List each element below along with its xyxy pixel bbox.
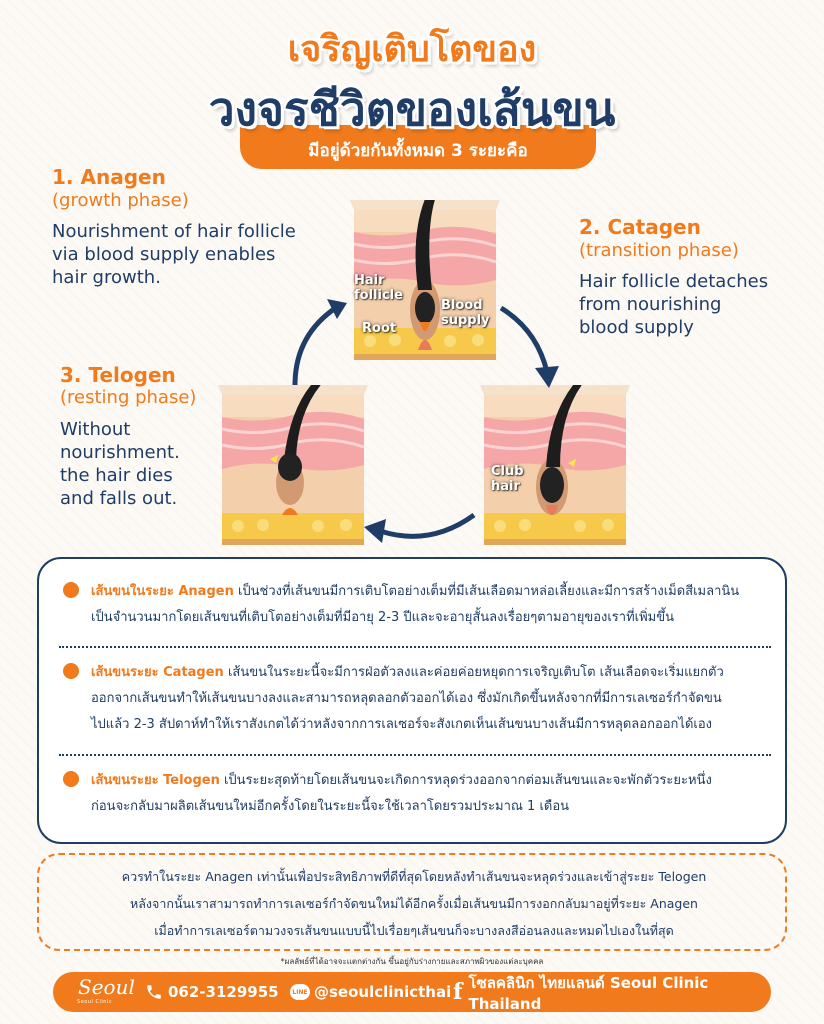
bullet-icon: [63, 663, 79, 679]
telogen-skin-illustration: [218, 385, 368, 545]
label-blood-supply-line: Blood: [441, 298, 483, 313]
info-line: เส้นขนในระยะนี้จะมีการฝ่อตัวลงและค่อยค่อ…: [223, 665, 724, 680]
info-heading: เส้นขนระยะ Telogen: [91, 773, 220, 788]
facebook-link[interactable]: f โซลคลินิก ไทยแลนด์ Seoul Clinic Thaila…: [453, 972, 771, 1013]
title-line-1: เจริญเติบโตของ: [287, 29, 537, 70]
facebook-icon: f: [453, 979, 463, 1005]
phase-3-desc-line: the hair dies: [60, 465, 173, 486]
label-club-hair-line: hair: [491, 479, 520, 494]
phase-2-desc-line: Hair follicle detaches: [579, 271, 769, 292]
phase-3-description: Without nourishment. the hair dies and f…: [60, 418, 180, 510]
phase-1-subtitle: (growth phase): [52, 190, 189, 211]
phase-1-desc-line: Nourishment of hair follicle: [52, 221, 296, 242]
phase-3-desc-line: nourishment.: [60, 442, 180, 463]
info-line: เป็นระยะสุดท้ายโดยเส้นขนจะเกิดการหลุดร่ว…: [219, 773, 712, 788]
tip-line: ควรทำในระยะ Anagen เท่านั้นเพื่อประสิทธิ…: [121, 869, 707, 884]
arrow-catagen-to-telogen: [364, 512, 476, 543]
info-line: ออกจากเส้นขนทำให้เส้นขนบางลงและสามารถหลุ…: [91, 691, 722, 706]
clinic-logo: Seoul: [78, 975, 135, 999]
phase-3-desc-line: and falls out.: [60, 488, 178, 509]
label-club-hair: Club hair: [491, 464, 524, 494]
phase-2-subtitle: (transition phase): [579, 240, 739, 261]
info-line: เป็นช่วงที่เส้นขนมีการเติบโตอย่างเต็มที่…: [233, 584, 740, 599]
subtitle-banner: มีอยู่ด้วยกันทั้งหมด 3 ระยะคือ: [240, 125, 596, 169]
line-link[interactable]: LINE @seoulclinicthai: [290, 972, 451, 1012]
phase-2-desc-line: blood supply: [579, 317, 694, 338]
bullet-icon: [63, 582, 79, 598]
disclaimer: *ผลลัพธ์ที่ได้อาจจะแตกต่างกัน ขึ้นอยู่กั…: [280, 957, 544, 966]
divider: [59, 646, 771, 648]
info-heading: เส้นขนในระยะ Anagen: [91, 584, 234, 599]
info-line: เป็นจำนวนมากโดยเส้นขนที่เติบโตอย่างเต็มท…: [91, 610, 675, 625]
facebook-page: โซลคลินิก ไทยแลนด์ Seoul Clinic Thailand: [468, 974, 709, 1013]
phone-link[interactable]: 062-3129955: [145, 972, 279, 1012]
phase-1-description: Nourishment of hair follicle via blood s…: [52, 220, 296, 289]
label-hair-follicle: Hair follicle: [354, 273, 403, 303]
divider: [59, 754, 771, 756]
phase-3-title: 3. Telogen: [60, 363, 176, 387]
label-hair-follicle-line: Hair: [354, 273, 385, 288]
clinic-logo-sub: Seoul Clinic: [77, 999, 113, 1005]
contact-footer: Seoul Seoul Clinic 062-3129955 LINE @seo…: [53, 972, 771, 1013]
phase-1-desc-line: hair growth.: [52, 267, 161, 288]
phase-3-desc-line: Without: [60, 419, 131, 440]
bullet-icon: [63, 771, 79, 787]
info-line: ไปแล้ว 2-3 สัปดาห์ทำให้เราสังเกตได้ว่าหล…: [91, 717, 713, 732]
info-line: ก่อนจะกลับมาผลิตเส้นขนใหม่อีกครั้งโดยในร…: [91, 799, 570, 814]
label-root: Root: [362, 321, 397, 336]
phase-2-title: 2. Catagen: [579, 215, 701, 239]
line-icon: LINE: [290, 984, 310, 1000]
catagen-skin-illustration: [480, 385, 630, 545]
phase-3-subtitle: (resting phase): [60, 387, 197, 408]
label-blood-supply: Blood supply: [441, 298, 490, 328]
info-text-telogen: เส้นขนระยะ Telogen เป็นระยะสุดท้ายโดยเส้…: [91, 768, 781, 820]
arrow-anagen-to-catagen: [499, 305, 559, 388]
phase-1-title: 1. Anagen: [52, 165, 166, 189]
subtitle-text: มีอยู่ด้วยกันทั้งหมด 3 ระยะคือ: [308, 140, 528, 161]
info-text-anagen: เส้นขนในระยะ Anagen เป็นช่วงที่เส้นขนมีก…: [91, 579, 781, 631]
phase-1-desc-line: via blood supply enables: [52, 244, 276, 265]
tip-line: เมื่อทำการเลเซอร์ตามวงจรเส้นขนแบบนี้ไปเร…: [154, 923, 674, 938]
phone-icon: [147, 985, 161, 999]
tip-line: หลังจากนั้นเราสามารถทำการเลเซอร์กำจัดขนใ…: [130, 896, 698, 911]
anagen-skin-illustration: [350, 200, 500, 360]
phone-number: 062-3129955: [168, 983, 279, 1001]
phase-details-box: เส้นขนในระยะ Anagen เป็นช่วงที่เส้นขนมีก…: [37, 557, 787, 844]
info-heading: เส้นขนระยะ Catagen: [91, 665, 224, 680]
title-line-2: วงจรชีวิตของเส้นขน: [208, 82, 616, 136]
label-club-hair-line: Club: [491, 464, 524, 479]
phase-2-desc-line: from nourishing: [579, 294, 722, 315]
recommendation-box: ควรทำในระยะ Anagen เท่านั้นเพื่อประสิทธิ…: [37, 853, 787, 951]
line-id: @seoulclinicthai: [314, 983, 452, 1001]
label-blood-supply-line: supply: [441, 313, 490, 328]
arrow-telogen-to-anagen: [292, 299, 347, 386]
label-hair-follicle-line: follicle: [354, 288, 403, 303]
info-text-catagen: เส้นขนระยะ Catagen เส้นขนในระยะนี้จะมีกา…: [91, 660, 781, 738]
phase-2-description: Hair follicle detaches from nourishing b…: [579, 270, 768, 339]
